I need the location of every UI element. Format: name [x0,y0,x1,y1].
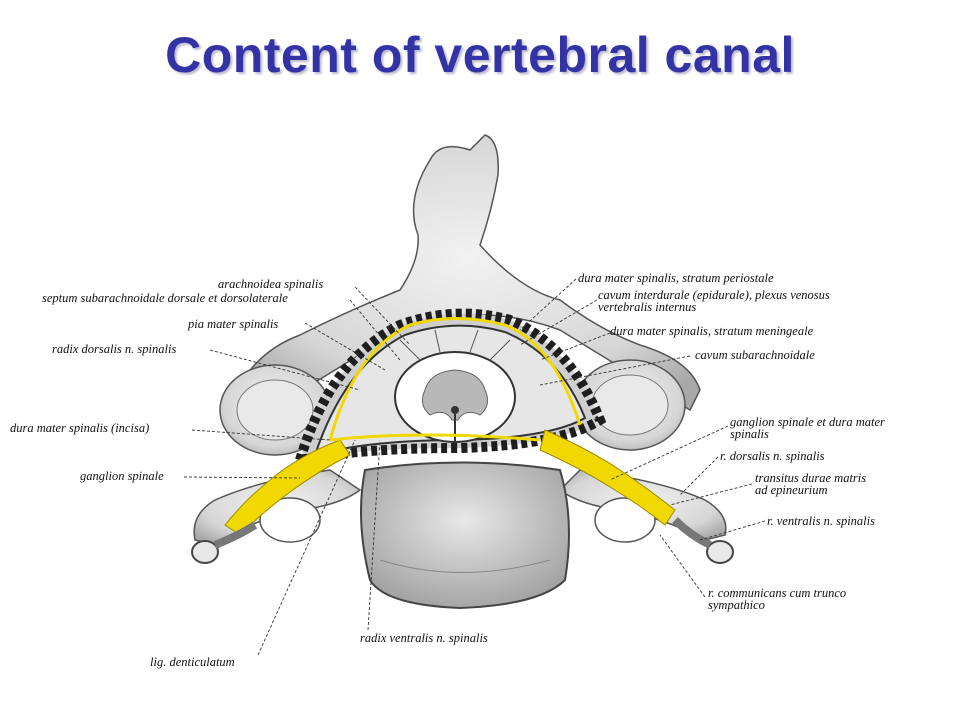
label-ganglion-dura: ganglion spinale et dura mater [730,415,885,429]
left-foramen-transversarium [259,497,321,543]
label-dura-meningeale: dura mater spinalis, stratum meningeale [610,324,814,338]
arachnoid-outline [328,317,582,441]
right-foramen-transversarium [594,497,656,543]
vertebral-body [360,461,570,610]
label-arachnoidea-spinalis: arachnoidea spinalis [218,277,324,291]
label-cavum-subarachnoidale: cavum subarachnoidale [695,348,815,362]
label-radix-dorsalis: radix dorsalis n. spinalis [52,342,177,356]
spinous-process [239,134,701,412]
label-ganglion-spinale: ganglion spinale [80,469,164,483]
label-dura-periostale: dura mater spinalis, stratum periostale [578,271,774,285]
label-cavum-interdurale: cavum interdurale (epidurale), plexus ve… [598,288,830,302]
label-transitus: transitus durae matris [755,471,867,485]
label-dura-incisa: dura mater spinalis (incisa) [10,421,150,435]
right-nerve-stump [706,540,734,564]
label-r-dorsalis: r. dorsalis n. spinalis [720,449,825,463]
label-radix-ventralis: radix ventralis n. spinalis [360,631,488,645]
leader-lines [183,278,766,656]
label-lig-denticulatum: lig. denticulatum [150,655,235,669]
label-r-ventralis: r. ventralis n. spinalis [767,514,875,528]
label-pia-mater: pia mater spinalis [188,317,279,331]
label-cavum-interdurale-line2: vertebralis internus [598,300,697,314]
label-r-communicans-line2: sympathico [708,598,765,612]
left-nerve-stump [191,540,219,564]
label-r-communicans: r. communicans cum trunco [708,586,847,600]
label-septum-subarachnoidale: septum subarachnoidale dorsale et dorsol… [42,291,288,305]
right-spinal-nerve [539,429,676,526]
label-ganglion-dura-line2: spinalis [730,427,769,441]
label-transitus-line2: ad epineurium [755,483,828,497]
page-title: Content of vertebral canal [165,27,795,83]
